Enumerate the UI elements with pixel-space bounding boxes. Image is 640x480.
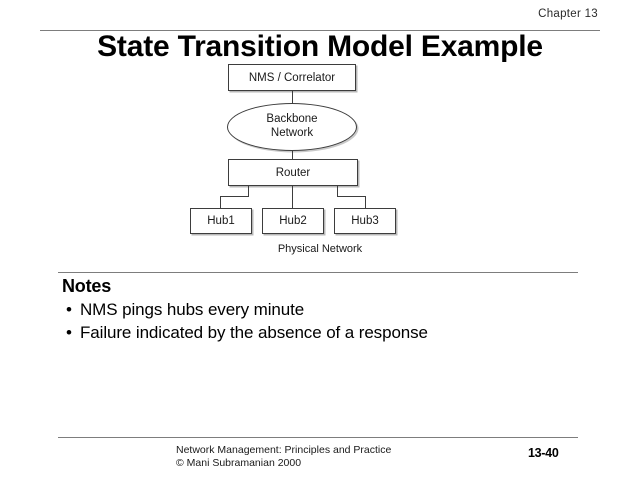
link-backbone-to-router [292, 150, 293, 160]
footer-credit-line2: © Mani Subramanian 2000 [176, 457, 302, 470]
link-router-to-hub1-segment-2 [220, 196, 249, 197]
footer: Network Management: Principles and Pract… [0, 444, 640, 474]
header-divider [40, 30, 600, 31]
link-router-to-hub3-segment-1 [337, 186, 338, 197]
link-router-to-hub3-segment-2 [337, 196, 366, 197]
bullet-icon: • [66, 322, 72, 342]
node-router: Router [228, 159, 358, 186]
network-topology-diagram: NMS / Correlator Backbone Network Router… [0, 58, 640, 263]
list-item: • NMS pings hubs every minute [62, 299, 582, 322]
link-router-to-hub1-segment-1 [248, 186, 249, 197]
list-item-label: NMS pings hubs every minute [80, 300, 305, 319]
bullet-icon: • [66, 300, 72, 319]
list-item-label: Failure indicated by the absence of a re… [80, 322, 428, 342]
node-hub3: Hub3 [334, 208, 396, 234]
list-item: • Failure indicated by the absence of a … [62, 322, 582, 345]
node-hub1-label: Hub1 [207, 215, 235, 227]
node-router-label: Router [275, 166, 311, 179]
link-router-to-hub2 [292, 186, 293, 208]
node-nms-correlator: NMS / Correlator [228, 64, 356, 91]
link-router-to-hub3-segment-3 [365, 196, 366, 208]
node-hub2: Hub2 [262, 208, 324, 234]
notes-divider [58, 272, 578, 273]
notes-section: Notes • NMS pings hubs every minute • Fa… [62, 276, 582, 344]
footer-divider [58, 437, 578, 438]
notes-list: • NMS pings hubs every minute • Failure … [62, 299, 582, 344]
notes-heading: Notes [62, 276, 112, 296]
node-hub2-label: Hub2 [279, 215, 307, 227]
footer-credit-line1: Network Management: Principles and Pract… [176, 444, 392, 456]
node-backbone-network-label-line2: Network [270, 127, 314, 139]
node-nms-correlator-label: NMS / Correlator [248, 71, 336, 84]
page-title: State Transition Model Example [97, 30, 543, 63]
footer-credit: Network Management: Principles and Pract… [176, 444, 391, 471]
node-backbone-network: Backbone Network [227, 103, 357, 151]
node-backbone-network-label-line1: Backbone [266, 113, 318, 126]
diagram-caption: Physical Network [277, 243, 363, 255]
link-nms-to-backbone [292, 91, 293, 104]
link-router-to-hub1-segment-3 [220, 196, 221, 208]
node-hub3-label: Hub3 [351, 215, 379, 227]
node-hub1: Hub1 [190, 208, 252, 234]
page-number: 13-40 [528, 446, 559, 460]
chapter-label: Chapter 13 [538, 8, 598, 20]
